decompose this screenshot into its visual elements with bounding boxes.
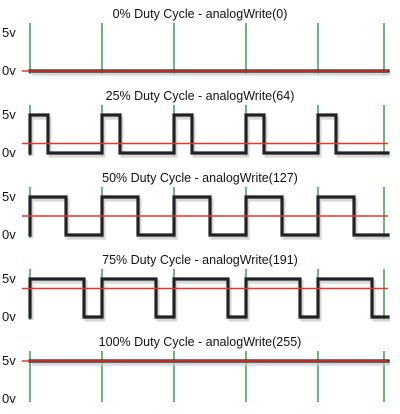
pwm-waveform (28, 277, 390, 319)
low-voltage-label: 0v (2, 309, 16, 324)
high-voltage-label: 5v (2, 25, 16, 40)
waveform-shadow (30, 198, 390, 240)
waveform-shadow (30, 280, 390, 322)
low-voltage-label: 0v (2, 145, 16, 160)
pwm-waveform (28, 195, 390, 237)
panel-title: 75% Duty Cycle - analogWrite(191) (102, 253, 298, 267)
panel-title: 50% Duty Cycle - analogWrite(127) (102, 171, 298, 185)
high-voltage-label: 5v (2, 271, 16, 286)
high-voltage-label: 5v (2, 107, 16, 122)
low-voltage-label: 0v (2, 63, 16, 78)
high-voltage-label: 5v (2, 189, 16, 204)
panel-2: 25% Duty Cycle - analogWrite(64) 5v 0v (2, 89, 390, 160)
panel-title: 100% Duty Cycle - analogWrite(255) (99, 335, 302, 349)
panel-title: 25% Duty Cycle - analogWrite(64) (106, 89, 295, 103)
panel-5: 100% Duty Cycle - analogWrite(255) 5v 0v (2, 335, 390, 406)
panel-4: 75% Duty Cycle - analogWrite(191) 5v 0v (2, 253, 390, 324)
waveform-shadow (30, 116, 390, 158)
panel-title: 0% Duty Cycle - analogWrite(0) (113, 7, 288, 21)
high-voltage-label: 5v (2, 353, 16, 368)
panel-1: 0% Duty Cycle - analogWrite(0) 5v 0v (2, 7, 390, 78)
panel-3: 50% Duty Cycle - analogWrite(127) 5v 0v (2, 171, 390, 242)
low-voltage-label: 0v (2, 391, 16, 406)
pwm-waveform (28, 113, 390, 155)
low-voltage-label: 0v (2, 227, 16, 242)
